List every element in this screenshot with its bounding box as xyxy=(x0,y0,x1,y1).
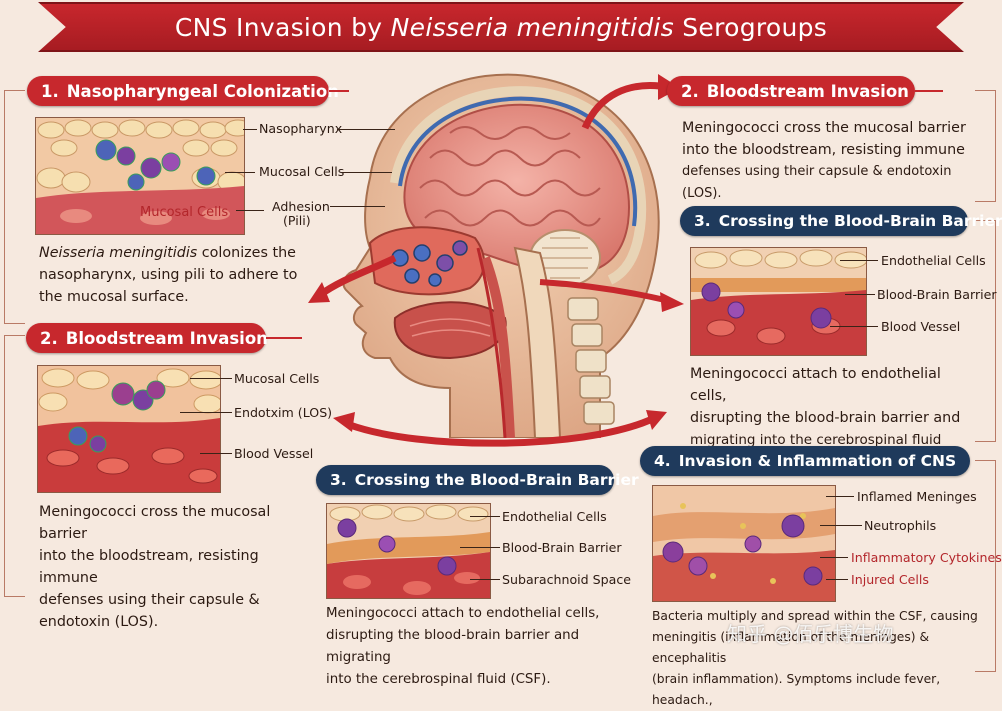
section1-desc-italic: Neisseria meningitidis xyxy=(39,245,198,261)
section1-tail xyxy=(329,90,349,92)
section4-header: 4. Invasion & Inflammation of CNS xyxy=(640,446,970,476)
section1-desc-line1: colonizes the xyxy=(197,245,296,261)
section2b-header: 2. Bloodstream Invasion xyxy=(26,323,268,353)
watermark: 知乎 @佰乐博生物 xyxy=(727,622,894,646)
section4-desc-line2: meningitis (inflammation of the meninges… xyxy=(652,630,930,665)
section4-title: Invasion & Inflammation of CNS xyxy=(678,452,957,470)
section4-illustration xyxy=(652,485,836,602)
section1-title: Nasopharyngeal Colonization xyxy=(66,81,339,101)
section1-desc-line2: nasopharynx, using pili to adhere to xyxy=(39,267,298,283)
section2a-description: Meningococci cross the mucosal barrier i… xyxy=(682,117,982,205)
section4-number: 4. xyxy=(654,452,671,470)
section2a-desc-line1: Meningococci cross the mucosal barrier xyxy=(682,120,966,136)
label-blood-brain-barrier: Blood-Brain Barrier xyxy=(877,287,997,302)
section2b-desc-line1: Meningococci cross the mucosal barrier xyxy=(39,504,271,542)
section1-desc-line3: the mucosal surface. xyxy=(39,289,189,305)
section3a-title: Crossing the Blood-Brain Barrier xyxy=(718,212,1002,230)
label-blood-vessel-2: Blood Vessel xyxy=(234,446,314,461)
section3b-description: Meningococci attach to endothelial cells… xyxy=(326,603,626,691)
section2b-desc-line4: endotoxin (LOS). xyxy=(39,614,159,630)
title-banner: CNS Invasion by Neisseria meningitidis S… xyxy=(38,2,964,52)
section2b-number: 2. xyxy=(40,328,58,348)
label-mucosal-cells-2: Mucosal Cells xyxy=(234,371,320,386)
section3a-number: 3. xyxy=(694,212,711,230)
right-bracket-bottom xyxy=(975,460,996,672)
section2b-desc-line3: defenses using their capsule & xyxy=(39,592,260,608)
section2a-title: Bloodstream Invasion xyxy=(706,81,909,101)
section3b-number: 3. xyxy=(330,471,347,489)
section3b-title: Crossing the Blood-Brain Barrier xyxy=(354,471,639,489)
section1-header: 1. Nasopharyngeal Colonization xyxy=(27,76,339,106)
section1-illustration xyxy=(35,117,245,235)
right-bracket-mid xyxy=(975,220,996,442)
section2a-desc-line3: defenses using their capsule & endotoxin… xyxy=(682,164,952,201)
section2b-description: Meningococci cross the mucosal barrier i… xyxy=(39,501,319,633)
section1-inset-label: Mucosal Cells xyxy=(140,205,229,220)
right-bracket-top xyxy=(975,90,996,202)
label-endothelial-cells: Endothelial Cells xyxy=(881,253,986,268)
section4-desc-line1: Bacteria multiply and spread within the … xyxy=(652,609,978,623)
label-inflammatory-cytokines: Inflammatory Cytokines xyxy=(851,550,1002,565)
label-injured-cells: Injured Cells xyxy=(851,572,929,587)
section2a-header: 2. Bloodstream Invasion xyxy=(667,76,915,106)
label-endotoxin: Endotxim (LOS) xyxy=(234,405,333,420)
section3a-desc-line1: Meningococci attach to endothelial cells… xyxy=(690,366,941,404)
section3a-illustration xyxy=(690,247,867,356)
left-bracket-bottom xyxy=(4,335,25,597)
section3b-desc-line2: disrupting the blood-brain barrier and m… xyxy=(326,628,580,665)
label-pili: (Pili) xyxy=(283,213,311,228)
label-adhesion: Adhesion xyxy=(272,199,330,214)
section3b-header: 3. Crossing the Blood-Brain Barrier xyxy=(316,465,639,495)
section4-desc-line3: (brain inflammation). Symptoms include f… xyxy=(652,672,941,707)
title-suffix: Serogroups xyxy=(682,12,828,42)
label-neutrophils: Neutrophils xyxy=(864,518,937,533)
section3a-description: Meningococci attach to endothelial cells… xyxy=(690,363,980,473)
title-italic: Neisseria meningitidis xyxy=(390,12,674,42)
label-nasopharynx: Nasopharynx xyxy=(259,121,343,136)
section2b-desc-line2: into the bloodstream, resisting immune xyxy=(39,548,259,586)
section2a-number: 2. xyxy=(681,81,699,101)
label-endothelial-cells-2: Endothelial Cells xyxy=(502,509,607,524)
label-subarachnoid-space: Subarachnoid Space xyxy=(502,572,632,587)
label-inflamed-meninges: Inflamed Meninges xyxy=(857,489,977,504)
section3b-desc-line3: into the cerebrospinal fluid (CSF). xyxy=(326,672,551,687)
section3a-desc-line2: disrupting the blood-brain barrier and xyxy=(690,410,961,426)
section1-description: Neisseria meningitidis colonizes the nas… xyxy=(39,242,329,308)
title-prefix: CNS Invasion by xyxy=(174,12,383,42)
section2a-desc-line2: into the bloodstream, resisting immune xyxy=(682,142,965,158)
section2b-title: Bloodstream Invasion xyxy=(65,328,268,348)
label-blood-brain-barrier-2: Blood-Brain Barrier xyxy=(502,540,622,555)
label-mucosal-cells: Mucosal Cells xyxy=(259,164,345,179)
section3b-illustration xyxy=(326,503,491,599)
section3a-header: 3. Crossing the Blood-Brain Barrier xyxy=(680,206,1002,236)
section3b-desc-line1: Meningococci attach to endothelial cells… xyxy=(326,606,600,621)
head-sagittal-illustration xyxy=(342,73,680,438)
left-bracket-top xyxy=(4,90,25,324)
section2b-illustration xyxy=(37,365,221,493)
section1-number: 1. xyxy=(41,81,59,101)
label-blood-vessel: Blood Vessel xyxy=(881,319,961,334)
